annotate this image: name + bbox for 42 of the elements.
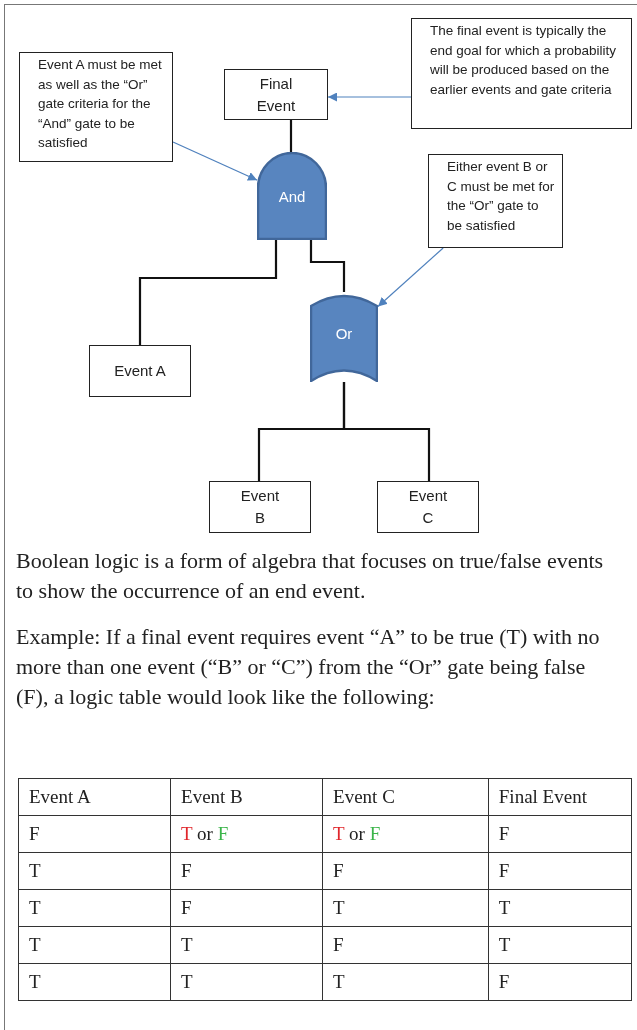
table-cell: F bbox=[488, 815, 632, 853]
table-cell: T bbox=[322, 889, 489, 927]
paragraph: Boolean logic is a form of algebra that focuses on true/false events to show the occurrence of an end event. bbox=[16, 547, 605, 605]
connector-line bbox=[309, 240, 346, 292]
table-cell: T bbox=[18, 926, 171, 964]
header-cell: Final Event bbox=[488, 778, 632, 816]
table-cell: F bbox=[488, 963, 632, 1001]
event-box: Event C bbox=[377, 481, 479, 533]
connector-line bbox=[138, 240, 278, 345]
table-cell: T bbox=[18, 889, 171, 927]
table-cell: T or F bbox=[170, 815, 323, 853]
table-cell: F bbox=[170, 852, 323, 890]
table-cell: T bbox=[18, 852, 171, 890]
table-cell: F bbox=[322, 926, 489, 964]
paragraph: Example: If a final event requires event “A” to be true (T) with no more than one event (“B” or “C”) from the “Or” gate being false (F), a logic table would look like the following: bbox=[16, 623, 601, 711]
table-cell: T bbox=[18, 963, 171, 1001]
event-box: Final Event bbox=[224, 69, 328, 120]
leader-arrow bbox=[377, 247, 444, 308]
event-box: Event A bbox=[89, 345, 191, 397]
event-box: Event B bbox=[209, 481, 311, 533]
connector-line bbox=[289, 120, 293, 152]
table-cell: T bbox=[322, 963, 489, 1001]
table-cell: T bbox=[488, 926, 632, 964]
table-cell: F bbox=[322, 852, 489, 890]
table-cell: T bbox=[170, 963, 323, 1001]
table-cell: T or F bbox=[322, 815, 489, 853]
or-gate: Or bbox=[310, 292, 378, 382]
callout-box: Either event B or C must be met for the “Or” gate to be satisfied bbox=[428, 154, 563, 248]
callout-box: The final event is typically the end goal for which a probability will be produced based on the earlier events and gate criteria bbox=[411, 18, 632, 129]
leader-arrow bbox=[172, 141, 258, 181]
callout-box: Event A must be met as well as the “Or” gate criteria for the “And” gate to be satisfied bbox=[19, 52, 173, 162]
leader-arrow bbox=[327, 92, 412, 102]
header-cell: Event A bbox=[18, 778, 171, 816]
table-cell: F bbox=[488, 852, 632, 890]
table-cell: T bbox=[170, 926, 323, 964]
table-cell: T bbox=[488, 889, 632, 927]
table-cell: F bbox=[170, 889, 323, 927]
header-cell: Event C bbox=[322, 778, 489, 816]
and-gate: And bbox=[257, 152, 327, 240]
table-cell: F bbox=[18, 815, 171, 853]
connector-line bbox=[342, 382, 431, 481]
header-cell: Event B bbox=[170, 778, 323, 816]
